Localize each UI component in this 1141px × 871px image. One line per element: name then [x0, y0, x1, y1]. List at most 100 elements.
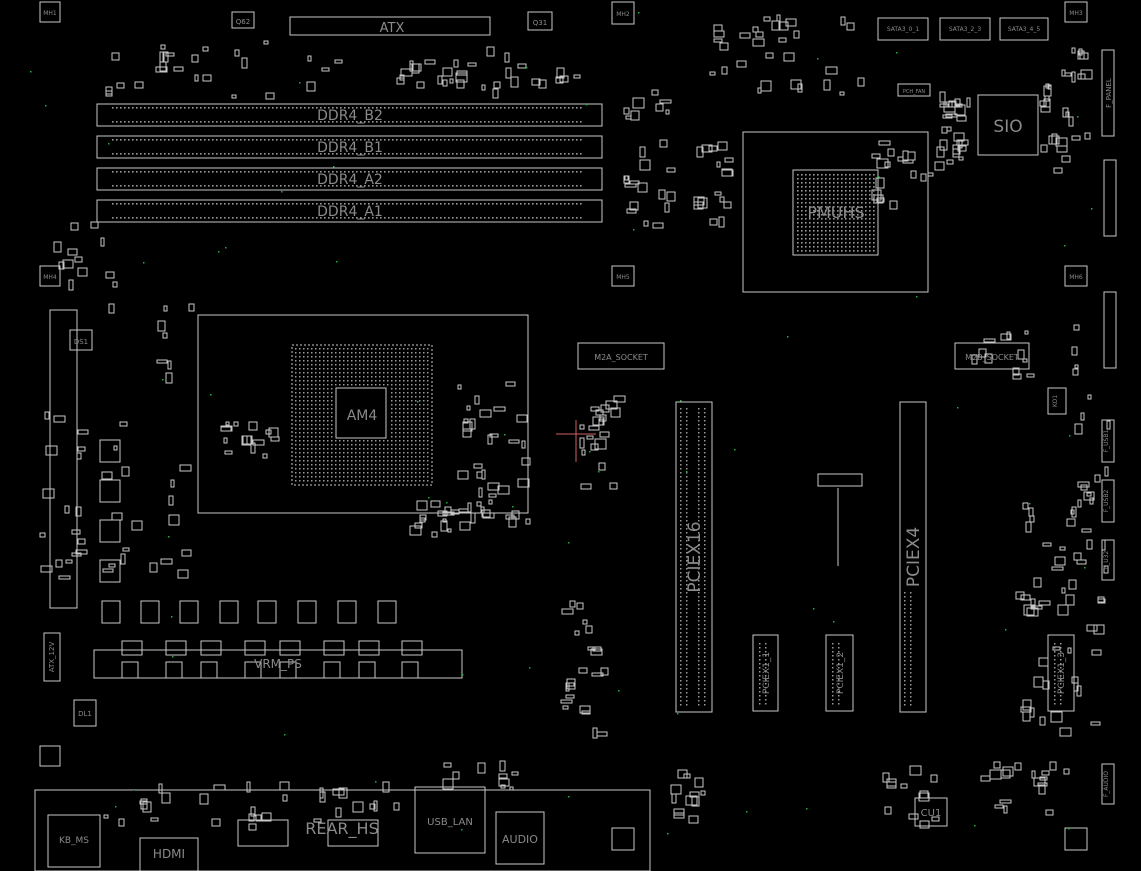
ddr-pin — [212, 217, 214, 219]
pch-ball — [797, 218, 799, 220]
cpu-pin — [423, 400, 425, 402]
pcie16-pin — [680, 560, 682, 562]
pch-ball — [857, 210, 859, 212]
ddr-pin — [124, 121, 126, 123]
cpu-pin — [411, 384, 413, 386]
smd-part — [931, 816, 940, 822]
ddr-pin — [184, 153, 186, 155]
cpu-pin — [419, 440, 421, 442]
ddr-pin — [568, 171, 570, 173]
ddr-pin — [412, 185, 414, 187]
pcie16-pin — [698, 648, 700, 650]
cpu-pin — [315, 400, 317, 402]
pcie1-pin — [838, 659, 840, 661]
pch-ball — [857, 194, 859, 196]
pcie16-pin — [704, 628, 706, 630]
cpu-pin — [315, 432, 317, 434]
ddr-pin — [492, 185, 494, 187]
cpu-pin — [411, 456, 413, 458]
pch-ball — [817, 194, 819, 196]
smd-part — [1031, 770, 1036, 779]
ddr-pin — [576, 185, 578, 187]
ddr-pin — [440, 203, 442, 205]
ddr-pin — [544, 171, 546, 173]
cpu-pin — [363, 352, 365, 354]
pcie16-pin — [704, 544, 706, 546]
ddr-pin — [216, 203, 218, 205]
pcie1-pin — [838, 651, 840, 653]
cpu-pin — [379, 476, 381, 478]
via — [1068, 828, 1070, 830]
ddr-pin — [368, 121, 370, 123]
ddr-pin — [116, 153, 118, 155]
pch-ball — [809, 234, 811, 236]
cpu-pin — [295, 440, 297, 442]
ddr-pin — [444, 153, 446, 155]
pcie16-pin — [704, 672, 706, 674]
smd-part — [1000, 333, 1012, 341]
cpu-pin — [303, 472, 305, 474]
pch-ball — [841, 194, 843, 196]
cpu-pin — [367, 464, 369, 466]
cpu-pin — [395, 428, 397, 430]
pch-ball — [809, 238, 811, 240]
smd-part — [469, 418, 476, 430]
pch-ball — [841, 202, 843, 204]
cpu-pin — [319, 380, 321, 382]
pch-ball — [821, 190, 823, 192]
ddr-pin — [328, 107, 330, 109]
cpu-pin — [359, 468, 361, 470]
smd-part — [626, 208, 637, 214]
cpu-pin — [411, 460, 413, 462]
ddr-pin — [124, 107, 126, 109]
pch-ball — [853, 206, 855, 208]
ddr-pin — [268, 121, 270, 123]
ddr-pin — [556, 171, 558, 173]
pcie1-pin — [759, 671, 761, 673]
ddr-pin — [404, 185, 406, 187]
vrm-mosfet — [337, 600, 357, 624]
ddr-pin — [336, 203, 338, 205]
ddr-pin — [260, 185, 262, 187]
ddr-pin — [516, 139, 518, 141]
cpu-pin — [387, 480, 389, 482]
cpu-pin — [395, 448, 397, 450]
pch-ball — [857, 186, 859, 188]
ddr-pin — [340, 139, 342, 141]
smd-part — [941, 126, 948, 134]
cpu-pin — [427, 364, 429, 366]
pch-ball — [849, 182, 851, 184]
smd-part — [476, 471, 483, 479]
pcie1-pin — [1054, 699, 1056, 701]
cpu-pin — [391, 380, 393, 382]
cpu-pin — [323, 400, 325, 402]
smd-part — [757, 87, 762, 94]
pcie4-pin — [904, 660, 906, 662]
pcie16-pin — [704, 452, 706, 454]
pch-ball — [813, 230, 815, 232]
left-vrm-part — [99, 479, 121, 503]
smd-part — [440, 520, 448, 532]
cpu-pin — [303, 356, 305, 358]
cpu-pin — [311, 356, 313, 358]
cpu-pin — [295, 480, 297, 482]
cpu-pin — [351, 460, 353, 462]
smd-part — [113, 445, 118, 451]
pcie16-pin — [704, 492, 706, 494]
via — [974, 825, 976, 827]
ddr-pin — [224, 139, 226, 141]
pcie1-pin — [832, 651, 834, 653]
smd-part — [779, 21, 789, 31]
ddr-pin — [112, 107, 114, 109]
cpu-pin — [391, 412, 393, 414]
smd-part — [600, 667, 609, 676]
ddr-pin — [172, 153, 174, 155]
ddr-pin — [432, 171, 434, 173]
pch-ball — [825, 222, 827, 224]
cpu-pin — [387, 384, 389, 386]
cpu-pin — [295, 372, 297, 374]
pch-ball — [865, 178, 867, 180]
cpu-pin — [391, 440, 393, 442]
pcie1-pin — [832, 695, 834, 697]
pch-ball — [841, 222, 843, 224]
